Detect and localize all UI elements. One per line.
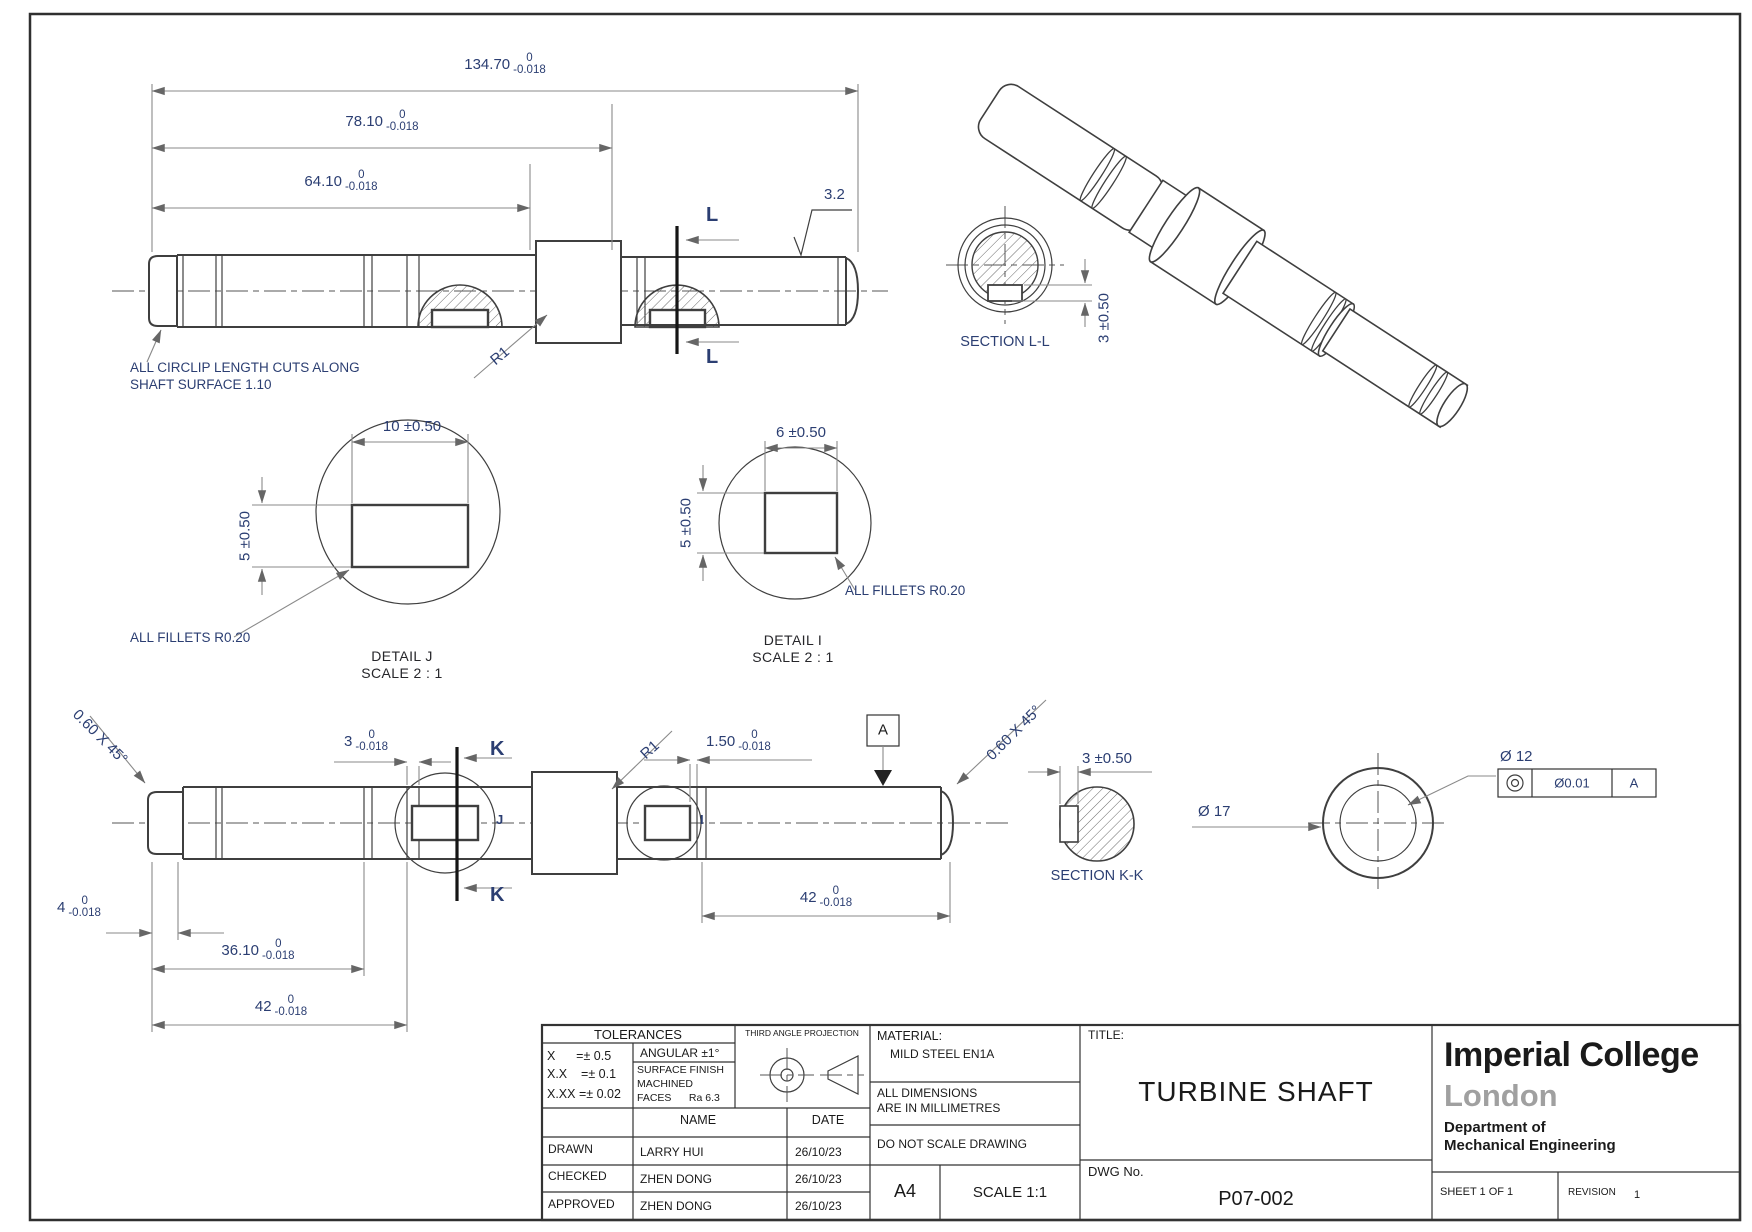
fcf-datum: A [1629,775,1639,791]
tolerance-angular: ANGULAR ±1° [640,1046,720,1060]
units-note-2: ARE IN MILLIMETRES [877,1101,1001,1115]
table-row-checked-date: 26/10/23 [795,1172,842,1186]
concentricity-icon [1506,774,1524,792]
tolerance-x: X =± 0.5 [547,1049,612,1063]
dwg-no-label: DWG No. [1088,1164,1144,1179]
table-row-checked-name: ZHEN DONG [640,1172,712,1186]
surface-finish-value: 3.2 [824,186,845,203]
datum-a-label: A [877,721,889,739]
section-kk-view [1028,766,1152,862]
title-block-grid [540,1023,1742,1222]
tolerance-xx: X.X =± 0.1 [547,1067,617,1081]
circlip-note-line2: SHAFT SURFACE 1.10 [130,377,272,392]
section-ll-label: SECTION L-L [960,334,1050,350]
detail-i-width-dim: 6 ±0.50 [776,424,826,441]
detail-j-tag: J [496,812,504,827]
detail-j-view [233,419,501,638]
detail-j-width-dim: 10 ±0.50 [382,418,442,435]
org-logo-line2: London [1444,1078,1558,1113]
circlip-note-line1: ALL CIRCLIP LENGTH CUTS ALONG [130,360,360,375]
section-kk-label: SECTION K-K [1050,868,1144,884]
table-header-date: DATE [811,1113,845,1127]
surface-finish-note-3: FACES Ra 6.3 [637,1092,720,1104]
detail-j-scale: SCALE 2 : 1 [361,665,443,681]
tolerance-xxx: X.XX =± 0.02 [547,1087,621,1101]
section-marker-l-bottom: L [706,346,719,368]
dim-78-10: 78.10 0-0.018 [345,109,419,133]
table-row-approved-name: ZHEN DONG [640,1199,712,1213]
sheet-number: SHEET 1 OF 1 [1440,1186,1514,1198]
section-kk-width-dim: 3 ±0.50 [1082,750,1132,767]
no-scale-note: DO NOT SCALE DRAWING [877,1137,1028,1151]
dept-line1: Department of [1444,1119,1546,1136]
detail-i-scale: SCALE 2 : 1 [752,649,834,665]
table-row-drawn-name: LARRY HUI [640,1145,704,1159]
detail-j-fillet-note: ALL FILLETS R0.20 [130,630,251,645]
section-marker-k-bottom: K [490,884,505,906]
dim-3: 3 0-0.018 [344,729,388,753]
paper-size: A4 [893,1181,917,1201]
dia-17-dim: Ø 17 [1198,803,1231,820]
drawing-title: TURBINE SHAFT [1138,1076,1374,1107]
front-view-bottom [89,699,1047,1032]
detail-i-view [697,441,872,600]
units-note-1: ALL DIMENSIONS [877,1086,978,1100]
section-ll-view [946,206,1092,327]
third-angle-projection-icon [760,1048,864,1102]
table-row-drawn-role: DRAWN [548,1142,593,1156]
title-label: TITLE: [1088,1028,1125,1042]
table-row-drawn-date: 26/10/23 [795,1145,842,1159]
material-label: MATERIAL: [877,1029,943,1043]
dim-42-left: 42 0-0.018 [254,994,308,1018]
dim-36-10: 36.10 0-0.018 [221,938,295,962]
projection-label: THIRD ANGLE PROJECTION [745,1028,859,1038]
org-logo-line1: Imperial College [1444,1036,1699,1074]
dim-1-50: 1.50 0-0.018 [706,729,771,753]
front-view-top [112,84,888,379]
fcf-tolerance: Ø0.01 [1554,775,1590,791]
detail-j-height-dim: 5 ±0.50 [236,511,254,561]
dim-42-right: 42 0-0.018 [799,885,853,909]
detail-j-label: DETAIL J [371,648,433,664]
tolerances-header: TOLERANCES [594,1027,682,1042]
table-row-approved-role: APPROVED [548,1197,615,1211]
table-row-approved-date: 26/10/23 [795,1199,842,1213]
revision-label: REVISION [1568,1187,1616,1198]
detail-i-tag: I [700,812,704,827]
dim-64-10: 64.10 0-0.018 [304,169,378,193]
isometric-view [977,83,1469,429]
dia-12-dim: Ø 12 [1500,748,1533,765]
dim-134-70: 134.70 0-0.018 [464,52,546,76]
dwg-no-value: P07-002 [1218,1188,1294,1210]
dim-4: 4 0-0.018 [57,895,101,919]
section-marker-k-top: K [490,738,505,760]
detail-i-label: DETAIL I [763,632,823,648]
surface-finish-note-2: MACHINED [637,1078,694,1090]
drawing-scale: SCALE 1:1 [972,1184,1048,1201]
dept-line2: Mechanical Engineering [1444,1137,1616,1154]
surface-finish-note-1: SURFACE FINISH [637,1064,724,1076]
revision-value: 1 [1634,1189,1641,1201]
section-marker-l-top: L [706,204,719,226]
table-header-name: NAME [679,1113,717,1127]
section-ll-depth-dim: 3 ±0.50 [1095,293,1113,343]
detail-i-height-dim: 5 ±0.50 [677,498,695,548]
detail-i-fillet-note: ALL FILLETS R0.20 [845,583,966,598]
table-row-checked-role: CHECKED [548,1169,607,1183]
end-view [1192,753,1657,893]
material-value: MILD STEEL EN1A [890,1047,995,1061]
